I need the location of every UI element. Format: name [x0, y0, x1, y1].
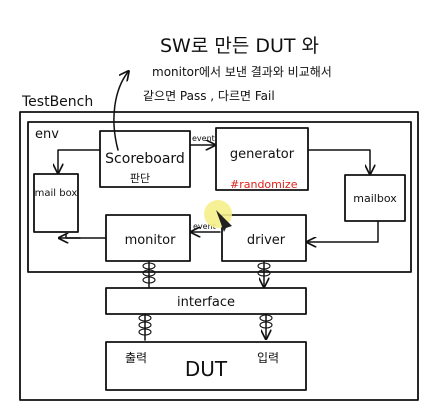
note-line-1: SW로 만든 DUT 와 [160, 35, 319, 57]
interface-label: interface [177, 295, 235, 310]
scoreboard-box [99, 130, 191, 188]
monitor-interface-connector [142, 261, 156, 288]
dut-output-label: 출력 [125, 351, 147, 365]
driver-label: driver [247, 233, 286, 248]
pen-cursor-icon [216, 210, 232, 232]
scoreboard-to-mailbox-arrow [58, 149, 101, 172]
note-arrow [113, 72, 128, 151]
mailbox-left-label: mail box [35, 188, 78, 199]
interface-dut-output-connector [138, 313, 152, 341]
randomize-label: #randomize [230, 178, 298, 191]
mailbox-right-label: mailbox [353, 192, 397, 205]
driver-interface-connector [257, 261, 271, 286]
dut-box [105, 341, 307, 391]
mailbox-left-box [33, 173, 79, 233]
env-frame [27, 121, 412, 273]
scoreboard-sublabel: 판단 [130, 172, 150, 185]
note-line-2: monitor에서 보낸 결과와 비교해서 [152, 65, 332, 79]
generator-label: generator [230, 147, 295, 162]
event-top-label: event [192, 134, 215, 143]
testbench-frame [19, 111, 419, 401]
generator-box [215, 127, 309, 191]
dut-input-label: 입력 [257, 351, 279, 365]
event-mid-label: event [193, 222, 216, 231]
testbench-label: TestBench [21, 94, 93, 110]
interface-box [105, 287, 307, 315]
monitor-label: monitor [125, 233, 177, 248]
mailbox-to-driver-arrow [308, 220, 379, 242]
interface-dut-input-connector [259, 313, 273, 338]
env-label: env [35, 127, 59, 142]
generator-to-mailbox-arrow [307, 149, 370, 173]
scoreboard-label: Scoreboard [105, 151, 185, 167]
note-line-3: 같으면 Pass , 다르면 Fail [143, 89, 275, 103]
dut-label: DUT [185, 357, 228, 381]
